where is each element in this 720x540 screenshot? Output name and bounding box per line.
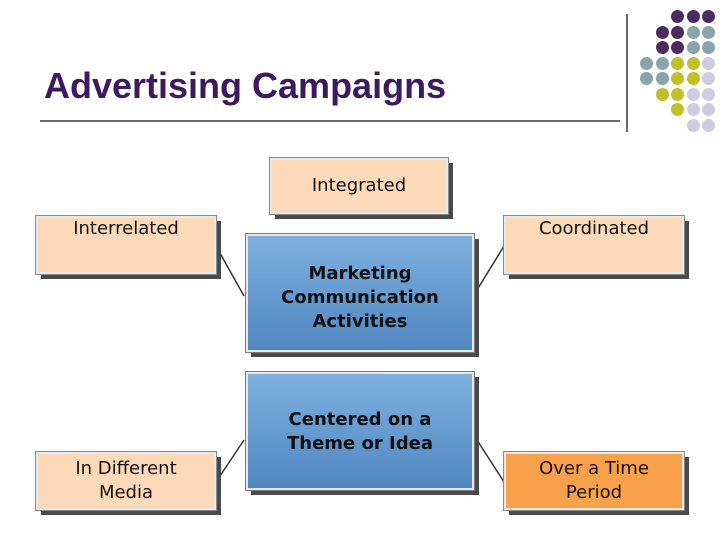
decorative-dot: [655, 87, 669, 101]
decorative-dot: [655, 25, 669, 39]
box-different-media-label: In Different Media: [75, 458, 177, 503]
corner-divider: [626, 14, 628, 132]
box-centered-theme: Centered on a Theme or Idea: [245, 371, 475, 491]
decorative-dot: [671, 103, 684, 116]
slide-title: Advertising Campaigns: [44, 65, 447, 106]
box-centered-theme-label: Centered on a Theme or Idea: [287, 409, 433, 454]
decorative-dot: [686, 56, 700, 70]
decorative-dot: [655, 56, 669, 70]
box-marketing-activities-label: Marketing Communication Activities: [281, 263, 439, 332]
decorative-dot: [671, 25, 684, 39]
dot-grid-decoration: [640, 10, 720, 136]
title-divider: [40, 120, 620, 122]
decorative-dot: [686, 10, 700, 23]
decorative-dot: [671, 87, 684, 101]
decorative-dot: [671, 10, 684, 23]
connector-different-media: [215, 439, 245, 483]
box-marketing-activities: Marketing Communication Activities: [245, 233, 475, 353]
decorative-dot: [702, 118, 715, 132]
decorative-dot: [655, 72, 669, 85]
decorative-dot: [686, 72, 700, 85]
box-time-period: Over a Time Period: [503, 451, 685, 511]
box-coordinated: Coordinated: [503, 215, 685, 275]
decorative-dot: [686, 87, 700, 101]
decorative-dot: [671, 56, 684, 70]
box-different-media: In Different Media: [35, 451, 217, 511]
decorative-dot: [671, 72, 684, 85]
connector-interrelated: [215, 245, 245, 297]
box-interrelated: Interrelated: [35, 215, 217, 275]
decorative-dot: [702, 10, 715, 23]
box-time-period-label: Over a Time Period: [539, 458, 649, 503]
connector-time-period: [476, 439, 505, 483]
decorative-dot: [655, 41, 669, 54]
decorative-dot: [702, 56, 715, 70]
decorative-dot: [702, 103, 715, 116]
decorative-dot: [671, 41, 684, 54]
box-integrated: Integrated: [269, 157, 449, 215]
decorative-dot: [640, 72, 653, 85]
box-integrated-label: Integrated: [311, 175, 407, 196]
decorative-dot: [702, 87, 715, 101]
decorative-dot: [702, 72, 715, 85]
decorative-dot: [640, 56, 653, 70]
decorative-dot: [686, 41, 700, 54]
box-coordinated-label: Coordinated: [538, 218, 650, 239]
decorative-dot: [686, 25, 700, 39]
decorative-dot: [686, 103, 700, 116]
decorative-dot: [686, 118, 700, 132]
decorative-dot: [702, 41, 715, 54]
connector-coordinated: [476, 245, 505, 291]
decorative-dot: [702, 25, 715, 39]
box-interrelated-label: Interrelated: [73, 218, 179, 239]
